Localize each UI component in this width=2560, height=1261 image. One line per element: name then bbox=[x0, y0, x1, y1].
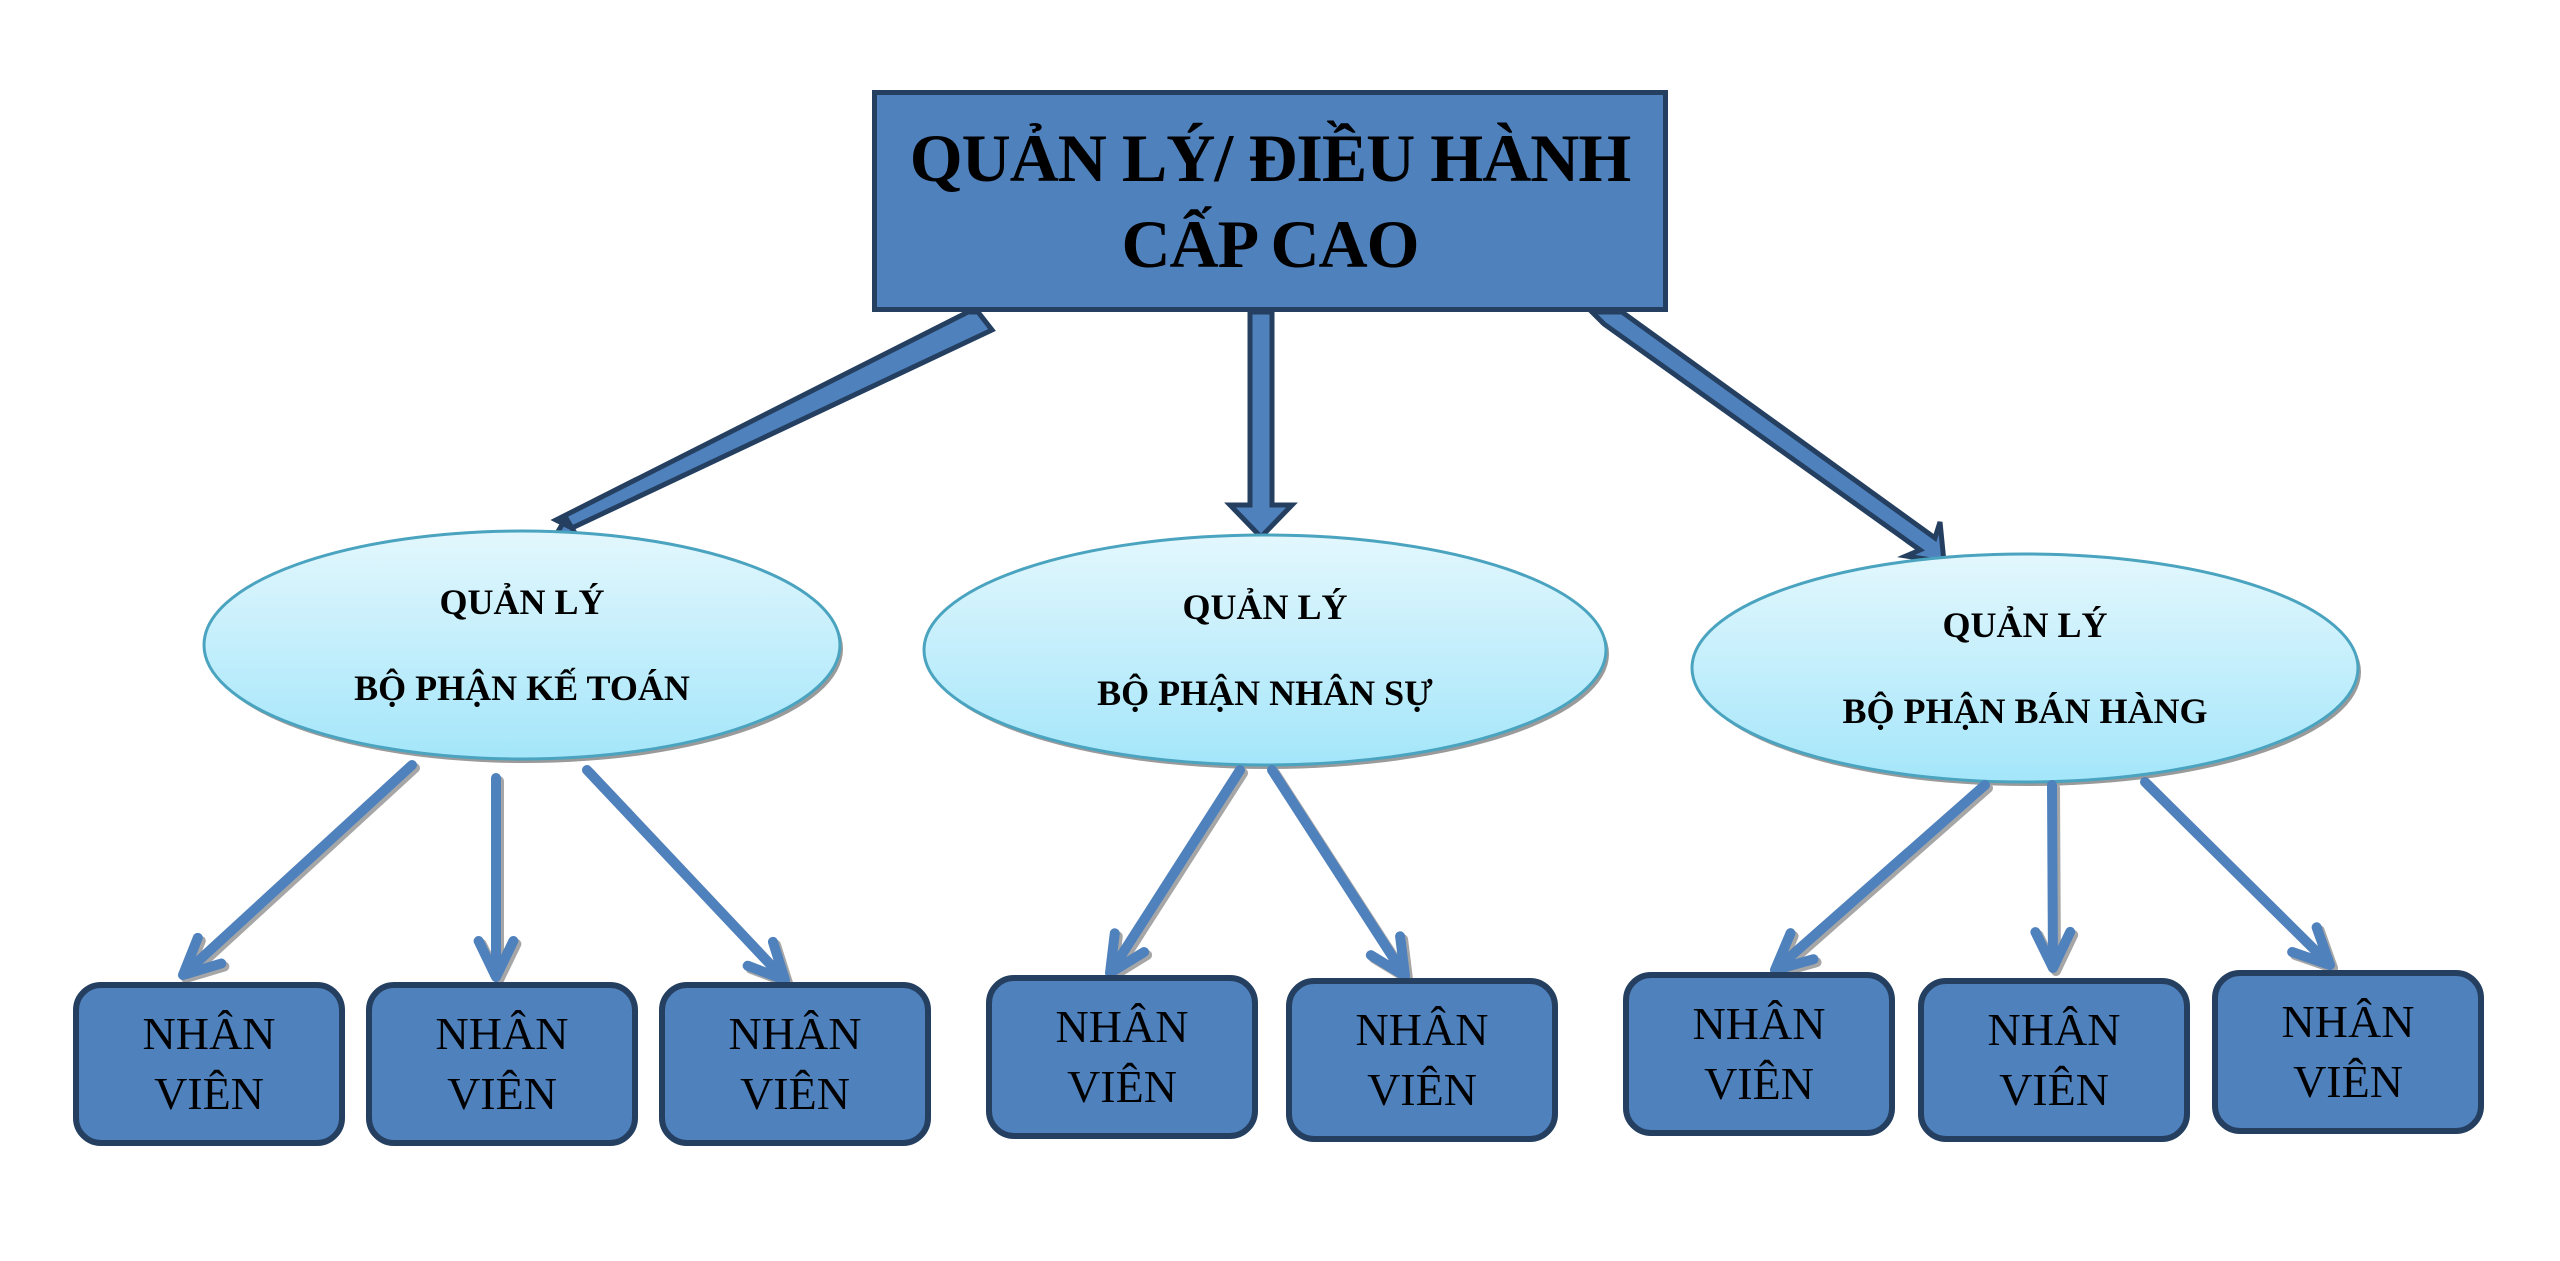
department-label-sales: QUẢN LÝ BỘ PHẬN BÁN HÀNG bbox=[1692, 554, 2358, 782]
department-ellipse bbox=[922, 533, 1608, 767]
staff-box-sales-3: NHÂN VIÊN bbox=[2212, 970, 2484, 1134]
staff-label-line2: VIÊN bbox=[447, 1068, 557, 1119]
block-arrow-to-sales bbox=[1585, 309, 1947, 565]
department-title: QUẢN LÝ bbox=[1182, 587, 1348, 627]
staff-box-sales-2: NHÂN VIÊN bbox=[1918, 978, 2190, 1142]
connector-arrow bbox=[1105, 765, 1248, 981]
department-name: BỘ PHẬN BÁN HÀNG bbox=[1842, 691, 2208, 731]
connector-arrow-line bbox=[1105, 765, 1245, 978]
department-name: BỘ PHẬN NHÂN SỰ bbox=[1097, 673, 1433, 713]
staff-label-line2: VIÊN bbox=[154, 1068, 264, 1119]
staff-label-line2: VIÊN bbox=[1067, 1061, 1177, 1112]
department-name: BỘ PHẬN KẾ TOÁN bbox=[354, 668, 690, 708]
staff-label-line1: NHÂN bbox=[1692, 998, 1826, 1049]
staff-box-accounting-3: NHÂN VIÊN bbox=[659, 982, 931, 1146]
connector-arrow-line bbox=[473, 773, 519, 982]
staff-box-hr-1: NHÂN VIÊN bbox=[986, 975, 1258, 1139]
top-title-line2: CẤP CAO bbox=[1121, 206, 1419, 282]
staff-label-line2: VIÊN bbox=[1704, 1058, 1814, 1109]
connector-arrow bbox=[1770, 780, 1993, 978]
block-arrow-to-hr bbox=[1224, 309, 1298, 541]
staff-label-line2: VIÊN bbox=[1999, 1064, 2109, 1115]
connector-arrow bbox=[178, 760, 420, 983]
department-ellipse bbox=[202, 529, 842, 761]
staff-connectors bbox=[178, 760, 2338, 988]
department-node-accounting bbox=[202, 529, 843, 763]
connector-arrow bbox=[1267, 765, 1413, 984]
block-arrow-to-accounting bbox=[545, 309, 996, 549]
staff-label-line2: VIÊN bbox=[740, 1068, 850, 1119]
top-management-box: QUẢN LÝ/ ĐIỀU HÀNH CẤP CAO bbox=[872, 90, 1668, 312]
connector-arrow-line bbox=[1770, 780, 1990, 975]
department-ellipse bbox=[1690, 552, 2360, 784]
connector-arrow bbox=[473, 773, 522, 985]
connector-arrow-line bbox=[178, 760, 417, 980]
staff-label-line2: VIÊN bbox=[1367, 1064, 1477, 1115]
connector-arrow bbox=[2030, 780, 2079, 976]
staff-box-accounting-1: NHÂN VIÊN bbox=[73, 982, 345, 1146]
top-title-line1: QUẢN LÝ/ ĐIỀU HÀNH bbox=[909, 120, 1632, 196]
connector-arrow-line bbox=[1267, 765, 1410, 981]
staff-label-line1: NHÂN bbox=[435, 1008, 569, 1059]
staff-label-line1: NHÂN bbox=[1987, 1004, 2121, 1055]
connector-arrow-line bbox=[2140, 777, 2335, 970]
staff-label-line1: NHÂN bbox=[142, 1008, 276, 1059]
staff-label-line1: NHÂN bbox=[1055, 1001, 1189, 1052]
connector-arrow bbox=[2140, 777, 2338, 973]
staff-label-line2: VIÊN bbox=[2293, 1056, 2403, 1107]
staff-label-line1: NHÂN bbox=[1355, 1004, 1489, 1055]
department-label-hr: QUẢN LÝ BỘ PHẬN NHÂN SỰ bbox=[924, 535, 1606, 765]
staff-label-line1: NHÂN bbox=[728, 1008, 862, 1059]
connector-arrow-line bbox=[582, 765, 790, 985]
department-node-sales bbox=[1690, 552, 2361, 786]
department-node-hr bbox=[922, 533, 1609, 769]
department-title: QUẢN LÝ bbox=[1942, 605, 2108, 645]
department-label-accounting: QUẢN LÝ BỘ PHẬN KẾ TOÁN bbox=[204, 531, 840, 759]
staff-box-accounting-2: NHÂN VIÊN bbox=[366, 982, 638, 1146]
connector-arrow-line bbox=[2030, 780, 2076, 973]
staff-box-hr-2: NHÂN VIÊN bbox=[1286, 978, 1558, 1142]
connector-arrow bbox=[582, 765, 793, 988]
staff-label-line1: NHÂN bbox=[2281, 996, 2415, 1047]
staff-box-sales-1: NHÂN VIÊN bbox=[1623, 972, 1895, 1136]
department-title: QUẢN LÝ bbox=[439, 582, 605, 622]
